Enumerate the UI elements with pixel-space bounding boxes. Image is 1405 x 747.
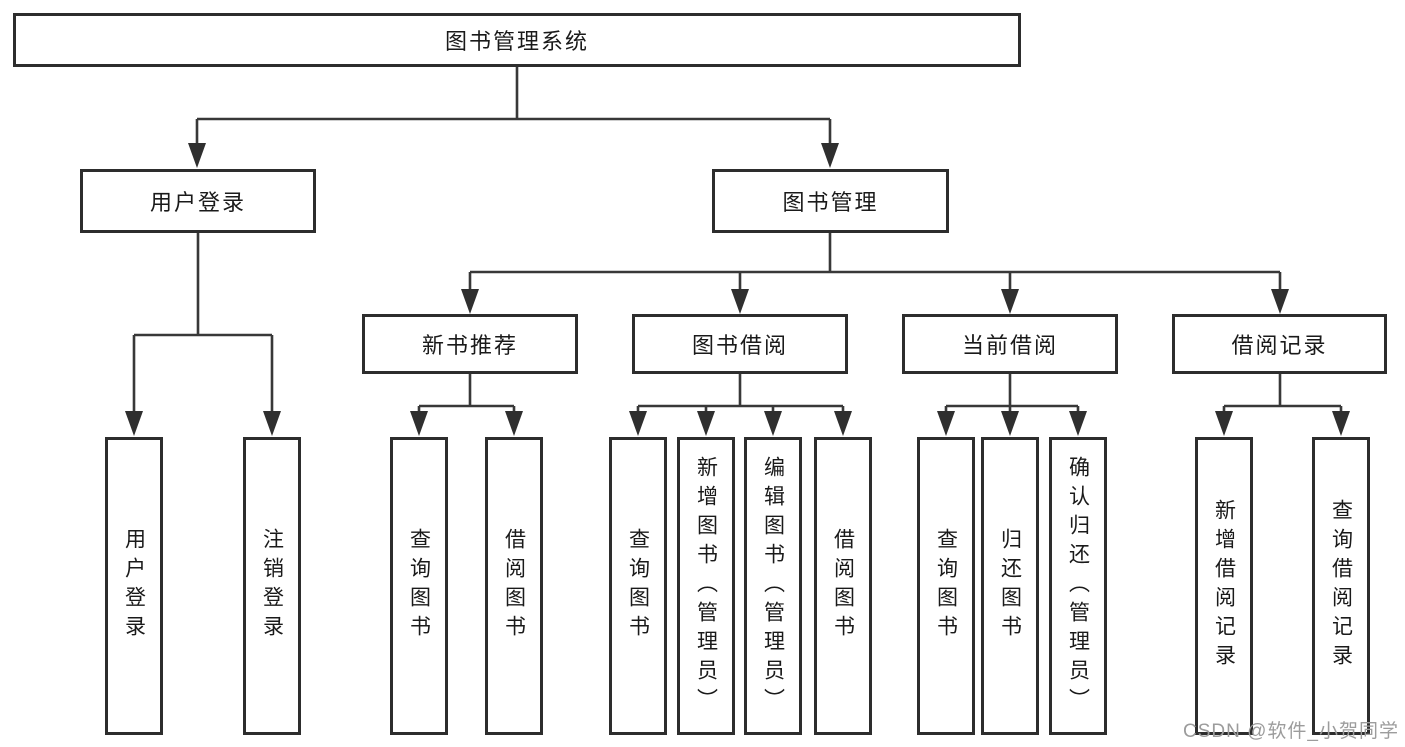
- node-leaf-user-login: 用户登录: [105, 437, 163, 735]
- arrowhead: [1332, 411, 1350, 436]
- arrowhead: [188, 143, 206, 168]
- arrowhead: [461, 289, 479, 314]
- node-leaf-borrow-books-recommend: 借阅图书: [485, 437, 543, 735]
- node-leaf-return-book: 归还图书: [981, 437, 1039, 735]
- arrowheads: [125, 143, 1350, 436]
- node-user-login: 用户登录: [80, 169, 316, 233]
- arrowhead: [1271, 289, 1289, 314]
- node-leaf-add-book-admin: 新增图书（管理员）: [677, 437, 735, 735]
- arrowhead: [834, 411, 852, 436]
- node-leaf-logout: 注销登录: [243, 437, 301, 735]
- arrowhead: [764, 411, 782, 436]
- arrowhead: [1069, 411, 1087, 436]
- node-book-management: 图书管理: [712, 169, 949, 233]
- arrowhead: [937, 411, 955, 436]
- node-current-borrowing: 当前借阅: [902, 314, 1118, 374]
- node-leaf-query-borrow-record: 查询借阅记录: [1312, 437, 1370, 735]
- arrowhead: [821, 143, 839, 168]
- arrowhead: [1001, 411, 1019, 436]
- arrowhead: [1215, 411, 1233, 436]
- arrowhead: [697, 411, 715, 436]
- arrowhead: [731, 289, 749, 314]
- node-leaf-query-books-recommend: 查询图书: [390, 437, 448, 735]
- node-leaf-query-books-current: 查询图书: [917, 437, 975, 735]
- arrowhead: [505, 411, 523, 436]
- arrowhead: [410, 411, 428, 436]
- node-leaf-edit-book-admin: 编辑图书（管理员）: [744, 437, 802, 735]
- node-leaf-query-books-borrow: 查询图书: [609, 437, 667, 735]
- connector-path: [132, 67, 1343, 413]
- arrowhead: [125, 411, 143, 436]
- node-book-borrowing: 图书借阅: [632, 314, 848, 374]
- arrowhead: [263, 411, 281, 436]
- node-leaf-add-borrow-record: 新增借阅记录: [1195, 437, 1253, 735]
- node-leaf-confirm-return-admin: 确认归还（管理员）: [1049, 437, 1107, 735]
- arrowhead: [1001, 289, 1019, 314]
- node-new-book-recommend: 新书推荐: [362, 314, 578, 374]
- node-borrowing-records: 借阅记录: [1172, 314, 1387, 374]
- node-leaf-borrow-books: 借阅图书: [814, 437, 872, 735]
- node-library-management-system: 图书管理系统: [13, 13, 1021, 67]
- arrowhead: [629, 411, 647, 436]
- watermark: CSDN @软件_小贺同学: [1183, 721, 1399, 742]
